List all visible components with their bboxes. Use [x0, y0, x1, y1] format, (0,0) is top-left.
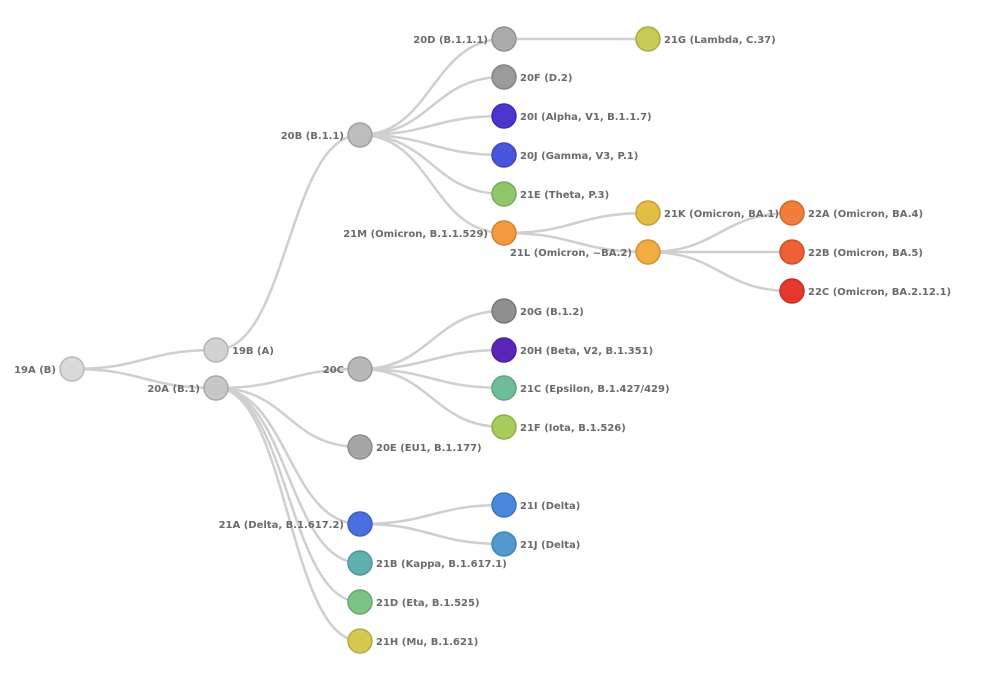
- node-label-21a: 21A (Delta, B.1.617.2): [219, 520, 344, 531]
- node-label-21c: 21C (Epsilon, B.1.427/429): [520, 384, 670, 395]
- node-label-22a: 22A (Omicron, BA.4): [808, 209, 923, 220]
- node-21l[interactable]: [635, 239, 661, 265]
- edge-20c-20g: [359, 309, 505, 371]
- node-21j[interactable]: [491, 531, 517, 557]
- edge-20c-20h: [359, 348, 505, 371]
- node-label-22c: 22C (Omicron, BA.2.12.1): [808, 287, 951, 298]
- node-20b[interactable]: [347, 122, 373, 148]
- tree-labels: 19A (B) 19B (A) 20A (B.1) 20B (B.1.1) 20C 20E…: [14, 35, 951, 648]
- node-label-20j: 20J (Gamma, V3, P.1): [520, 151, 638, 162]
- edge-20b-20d: [359, 37, 505, 137]
- edge-20a-20e: [215, 386, 361, 449]
- edge-20a-21d: [215, 386, 361, 604]
- node-20i[interactable]: [491, 103, 517, 129]
- edge-20c-21c: [359, 367, 505, 390]
- edge-19a-20a: [71, 367, 217, 390]
- edge-20b-21m: [359, 133, 505, 235]
- edge-20a-21b: [215, 386, 361, 565]
- node-label-21j: 21J (Delta): [520, 540, 580, 551]
- edge-21m-21l: [503, 231, 649, 254]
- node-label-21i: 21I (Delta): [520, 501, 580, 512]
- node-21m[interactable]: [491, 220, 517, 246]
- edge-19a-19b: [71, 348, 217, 371]
- node-21h[interactable]: [347, 628, 373, 654]
- node-21b[interactable]: [347, 550, 373, 576]
- edge-20a-21a: [215, 386, 361, 526]
- node-21g[interactable]: [635, 26, 661, 52]
- node-22b[interactable]: [779, 239, 805, 265]
- node-label-21b: 21B (Kappa, B.1.617.1): [376, 559, 507, 570]
- node-21i[interactable]: [491, 492, 517, 518]
- node-22a[interactable]: [779, 200, 805, 226]
- edge-21a-21j: [359, 522, 505, 546]
- node-label-20d: 20D (B.1.1.1): [413, 35, 488, 46]
- node-label-21d: 21D (Eta, B.1.525): [376, 598, 480, 609]
- node-label-19b: 19B (A): [232, 346, 274, 357]
- node-21k[interactable]: [635, 200, 661, 226]
- node-label-20a: 20A (B.1): [147, 384, 200, 395]
- edge-21l-22c: [647, 250, 793, 293]
- node-21f[interactable]: [491, 414, 517, 440]
- node-22c[interactable]: [779, 278, 805, 304]
- node-19b[interactable]: [203, 337, 229, 363]
- edge-20c-21f: [359, 367, 505, 429]
- node-20a[interactable]: [203, 375, 229, 401]
- node-20j[interactable]: [491, 142, 517, 168]
- node-label-20e: 20E (EU1, B.1.177): [376, 443, 482, 454]
- node-label-21h: 21H (Mu, B.1.621): [376, 637, 478, 648]
- node-label-21m: 21M (Omicron, B.1.1.529): [343, 229, 488, 240]
- edge-20b-20f: [359, 75, 505, 137]
- tree-nodes: [59, 26, 805, 654]
- node-19a[interactable]: [59, 356, 85, 382]
- edge-20a-21h: [215, 386, 361, 643]
- edge-20b-20j: [359, 133, 505, 157]
- edge-19b-20b: [215, 133, 361, 352]
- node-20g[interactable]: [491, 298, 517, 324]
- node-20h[interactable]: [491, 337, 517, 363]
- node-label-19a: 19A (B): [14, 365, 56, 376]
- node-label-21f: 21F (Iota, B.1.526): [520, 423, 626, 434]
- node-label-20g: 20G (B.1.2): [520, 307, 584, 318]
- node-label-22b: 22B (Omicron, BA.5): [808, 248, 923, 259]
- node-20e[interactable]: [347, 434, 373, 460]
- node-label-20f: 20F (D.2): [520, 73, 572, 84]
- edge-21m-21k: [503, 211, 649, 235]
- edge-20a-20c: [215, 367, 361, 390]
- node-20d[interactable]: [491, 26, 517, 52]
- node-21e[interactable]: [491, 181, 517, 207]
- edge-21l-22a: [647, 211, 793, 254]
- node-label-21k: 21K (Omicron, BA.1): [664, 209, 779, 220]
- node-label-20h: 20H (Beta, V2, B.1.351): [520, 346, 653, 357]
- node-20f[interactable]: [491, 64, 517, 90]
- node-label-20c: 20C: [323, 365, 344, 376]
- tree-edges: [71, 37, 793, 643]
- edge-21a-21i: [359, 503, 505, 526]
- node-label-20b: 20B (B.1.1): [281, 131, 344, 142]
- node-21d[interactable]: [347, 589, 373, 615]
- node-label-21l: 21L (Omicron, ~BA.2): [510, 248, 632, 259]
- node-21a[interactable]: [347, 511, 373, 537]
- node-label-21e: 21E (Theta, P.3): [520, 190, 609, 201]
- edge-20b-21e: [359, 133, 505, 196]
- node-label-21g: 21G (Lambda, C.37): [664, 35, 776, 46]
- node-21c[interactable]: [491, 375, 517, 401]
- node-label-20i: 20I (Alpha, V1, B.1.1.7): [520, 112, 652, 123]
- node-20c[interactable]: [347, 356, 373, 382]
- edge-20b-20i: [359, 114, 505, 137]
